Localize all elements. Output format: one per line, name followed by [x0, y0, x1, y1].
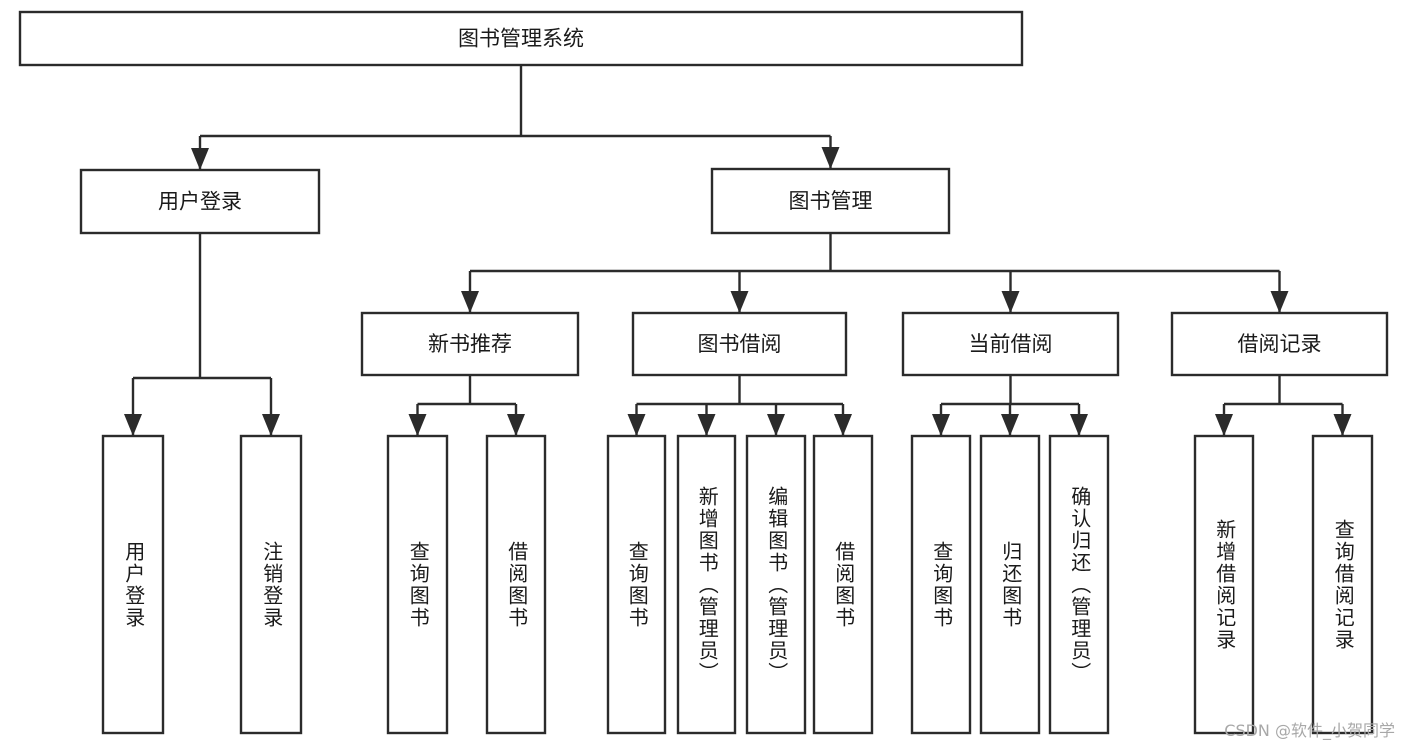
node-box-book-manage[interactable] — [710, 167, 951, 235]
node-label: 用户登录 — [158, 190, 242, 214]
node-box-new-book-rec[interactable] — [360, 311, 580, 377]
arrow-head-icon — [821, 147, 840, 169]
node-box-leaf-return-book[interactable] — [979, 434, 1041, 735]
arrow-head-icon — [627, 414, 646, 436]
node-box-borrow-record[interactable] — [1170, 311, 1389, 377]
node-box-leaf-query-book-cur[interactable] — [910, 434, 972, 735]
arrow-head-icon — [262, 414, 280, 436]
arrow-head-icon — [834, 414, 852, 436]
node-box-book-borrow[interactable] — [631, 311, 848, 377]
node-box-leaf-borrow-book-rec[interactable] — [485, 434, 547, 735]
node-box-user-login[interactable] — [79, 168, 321, 235]
node-box-leaf-user-logout[interactable] — [239, 434, 303, 735]
arrow-head-icon — [767, 414, 785, 436]
arrow-head-icon — [730, 291, 749, 313]
node-label: 图书借阅 — [698, 332, 782, 356]
node-label: 借阅记录 — [1238, 332, 1322, 356]
arrow-head-icon — [1215, 414, 1233, 436]
node-box-current-borrow[interactable] — [901, 311, 1120, 377]
arrow-head-icon — [932, 414, 950, 436]
arrow-head-icon — [1001, 291, 1020, 313]
node-box-leaf-query-book-bor[interactable] — [606, 434, 667, 735]
arrow-head-icon — [1070, 414, 1088, 436]
node-box-leaf-confirm-return[interactable] — [1048, 434, 1110, 735]
node-box-leaf-edit-book[interactable] — [745, 434, 807, 735]
arrow-head-icon — [1333, 414, 1352, 436]
connector-layer — [124, 65, 1352, 436]
arrow-head-icon — [507, 414, 525, 436]
node-box-root[interactable] — [18, 10, 1024, 67]
node-box-leaf-add-book[interactable] — [676, 434, 737, 735]
arrow-head-icon — [1001, 414, 1019, 436]
arrow-head-icon — [461, 291, 479, 313]
watermark: CSDN @软件_小贺同学 — [1224, 721, 1395, 740]
node-label: 新书推荐 — [428, 332, 512, 356]
node-box-leaf-query-book-rec[interactable] — [386, 434, 449, 735]
node-label: 当前借阅 — [969, 332, 1053, 356]
node-box-leaf-add-record[interactable] — [1193, 434, 1255, 735]
arrow-head-icon — [697, 414, 716, 436]
arrow-head-icon — [124, 414, 142, 436]
node-label: 图书管理系统 — [458, 27, 584, 51]
node-label: 图书管理 — [789, 189, 873, 213]
arrow-head-icon — [191, 148, 209, 170]
arrow-head-icon — [1270, 291, 1289, 313]
arrow-head-icon — [408, 414, 427, 436]
node-box-leaf-query-record[interactable] — [1311, 434, 1374, 735]
node-box-leaf-user-login[interactable] — [101, 434, 165, 735]
node-box-leaf-borrow-book-bor[interactable] — [812, 434, 874, 735]
